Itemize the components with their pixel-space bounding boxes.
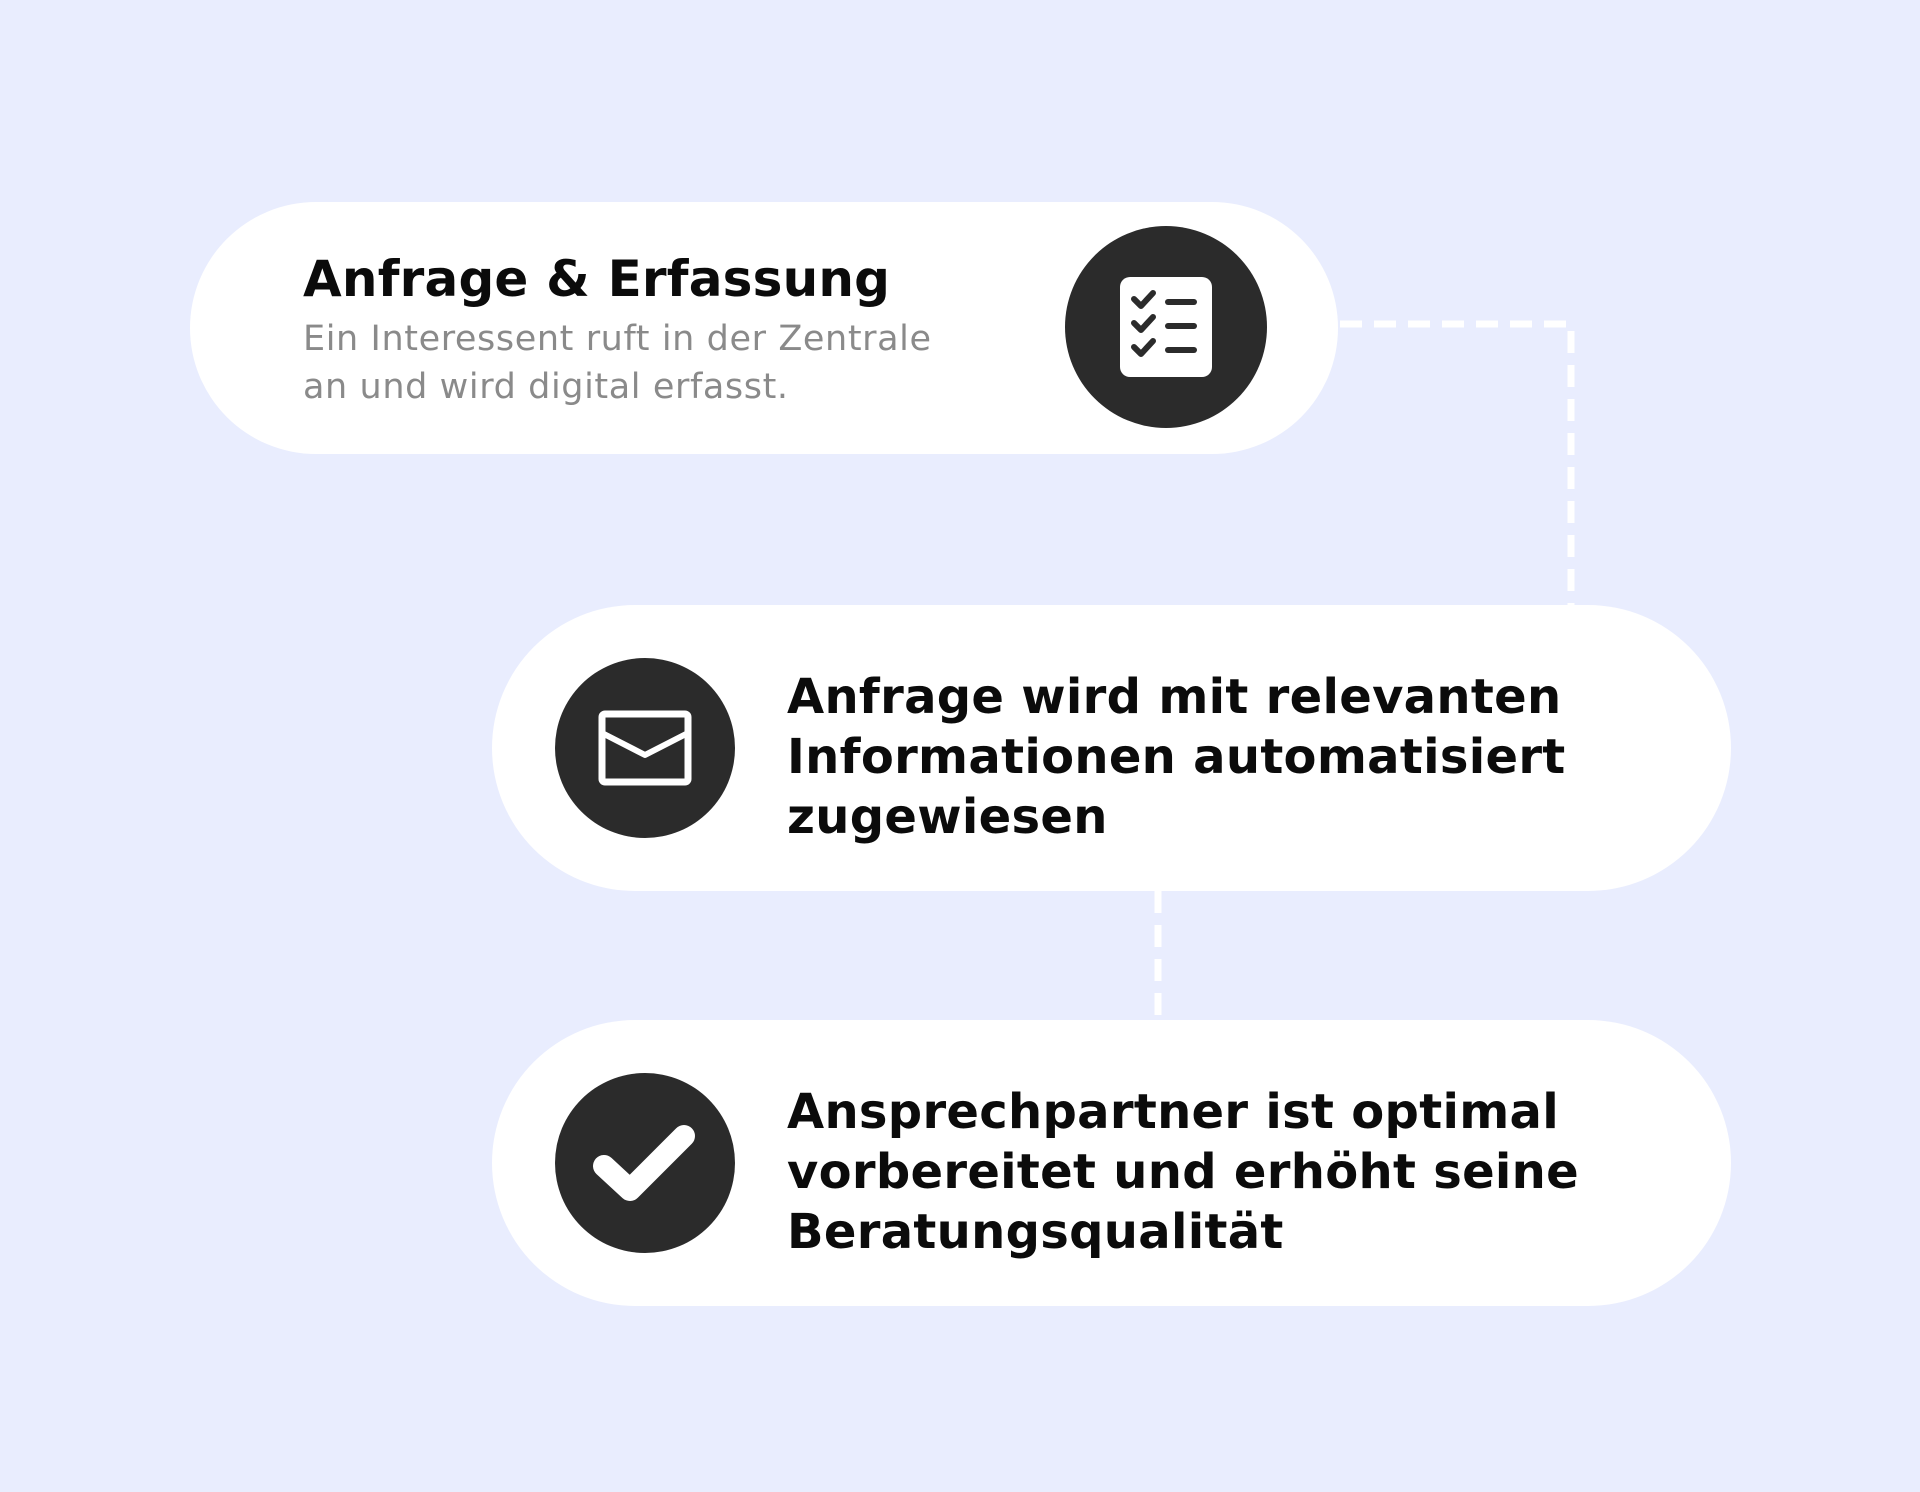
step-2-text-line-3: zugewiesen — [787, 789, 1108, 845]
step-1-icon-circle — [1065, 226, 1267, 428]
step-3-icon-circle — [555, 1073, 735, 1253]
checklist-icon — [1120, 277, 1212, 377]
step-1-title: Anfrage & Erfassung — [303, 250, 891, 308]
step-3-text-line-2: vorbereitet und erhöht seine — [787, 1144, 1580, 1200]
step-2-icon-circle — [555, 658, 735, 838]
step-card-3: Ansprechpartner ist optimal vorbereitet … — [492, 1020, 1731, 1306]
step-card-2: Anfrage wird mit relevanten Informatione… — [492, 605, 1731, 891]
step-3-text-line-3: Beratungsqualität — [787, 1204, 1284, 1260]
step-1-description-line-2: an und wird digital erfasst. — [303, 367, 789, 407]
step-card-1: Anfrage & Erfassung Ein Interessent ruft… — [190, 202, 1338, 454]
step-1-description: Ein Interessent ruft in der Zentrale an … — [303, 315, 1003, 411]
connector-step1-step2 — [1340, 320, 1575, 605]
step-3-text-line-1: Ansprechpartner ist optimal — [787, 1084, 1559, 1140]
envelope-icon — [598, 710, 692, 786]
step-2-text-line-1: Anfrage wird mit relevanten — [787, 669, 1562, 725]
step-1-description-line-1: Ein Interessent ruft in der Zentrale — [303, 319, 932, 359]
step-2-text-line-2: Informationen automatisiert — [787, 729, 1566, 785]
step-2-text: Anfrage wird mit relevanten Informatione… — [787, 667, 1667, 847]
step-3-text: Ansprechpartner ist optimal vorbereitet … — [787, 1082, 1667, 1262]
checkmark-icon — [593, 1125, 695, 1201]
